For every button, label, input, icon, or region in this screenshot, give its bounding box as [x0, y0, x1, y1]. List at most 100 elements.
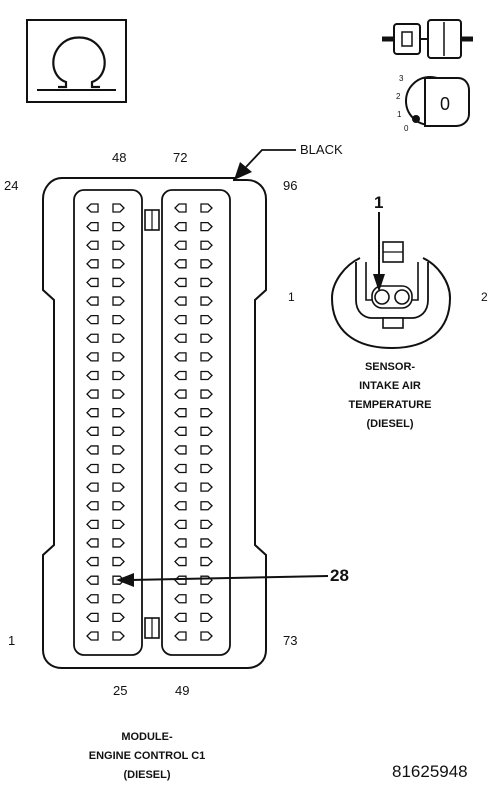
- ecm-pin-cavity: [86, 296, 99, 306]
- sensor-caption-line-3: TEMPERATURE: [348, 399, 432, 411]
- ecm-pin-cavity: [86, 445, 99, 455]
- ecm-pin-cavity: [112, 445, 125, 455]
- ecm-pin-cavity: [200, 556, 213, 567]
- ecm-pin-cavity: [200, 612, 213, 623]
- callout-28-line: [129, 575, 329, 581]
- ecm-pin-cavity: [86, 482, 99, 492]
- ecm-pin-cavity: [200, 445, 213, 455]
- ecm-pin-cavity: [174, 389, 187, 399]
- ignition-key-label: 0: [440, 94, 451, 114]
- ecm-caption-line-3: (DIESEL): [123, 769, 171, 781]
- ecm-pin-cavity: [112, 315, 125, 325]
- ecm-pin-cavity: [200, 259, 213, 269]
- ecm-pin-cavity: [112, 240, 125, 250]
- ecm-pin-cavity: [86, 259, 99, 269]
- ecm-pin-cavity: [112, 519, 125, 529]
- ecm-pin-cavity: [174, 501, 187, 511]
- ignition-switch-icon: [405, 76, 470, 127]
- ecm-pin-cavity: [86, 575, 99, 585]
- pin-label-25: 25: [113, 683, 128, 698]
- ecm-pin-cavity: [112, 556, 125, 567]
- ecm-pin-cavity: [86, 556, 99, 567]
- ecm-pin-cavity: [174, 259, 187, 269]
- pin-label-1: 1: [8, 633, 16, 648]
- ecm-pin-cavity: [200, 631, 213, 641]
- pin-label-48: 48: [112, 150, 127, 165]
- ecm-pin-cavity: [174, 221, 187, 232]
- callout-28: 28: [330, 566, 349, 585]
- ecm-pin-cavity: [112, 203, 125, 213]
- black-leader-arrow: [234, 162, 252, 180]
- ecm-pin-cavity: [86, 240, 99, 250]
- ecm-pin-cavity: [112, 482, 125, 492]
- ecm-pin-cavity: [112, 333, 125, 343]
- ecm-caption-line-2: ENGINE CONTROL C1: [88, 750, 206, 762]
- black-leader-line: [245, 149, 296, 168]
- ecm-pin-cavity: [174, 296, 187, 306]
- callout-28-arrow: [116, 573, 134, 587]
- ecm-pin-cavity: [112, 631, 125, 641]
- ecm-pin-cavity: [200, 352, 213, 362]
- sensor-pin-label-1: 1: [288, 290, 295, 304]
- ecm-pin-cavity: [112, 463, 125, 474]
- ecm-connector-c1: [42, 177, 267, 669]
- ecm-pin-cavity: [200, 482, 213, 492]
- ecm-pin-cavity: [174, 538, 187, 548]
- pin-label-73: 73: [283, 633, 298, 648]
- ecm-pin-cavity: [200, 426, 213, 436]
- ecm-pin-cavity: [112, 594, 125, 604]
- ecm-pin-cavity: [174, 612, 187, 623]
- ecm-pin-cavity: [86, 538, 99, 548]
- ecm-pin-cavity: [200, 315, 213, 325]
- pin-label-24: 24: [4, 178, 19, 193]
- sensor-caption-line-2: INTAKE AIR: [359, 380, 421, 392]
- sensor-caption: SENSOR- INTAKE AIR TEMPERATURE (DIESEL): [315, 358, 465, 434]
- ecm-pin-cavity: [86, 221, 99, 232]
- ecm-pin-cavity: [200, 370, 213, 381]
- ecm-pin-cavity: [112, 296, 125, 306]
- ecm-pin-cavity: [112, 538, 125, 548]
- ecm-pin-cavity: [200, 519, 213, 529]
- ecm-pin-cavity: [112, 352, 125, 362]
- ecm-pin-cavity: [86, 370, 99, 381]
- ecm-pin-cavity: [174, 482, 187, 492]
- ecm-pin-cavity: [86, 352, 99, 362]
- sensor-caption-line-1: SENSOR-: [364, 361, 416, 373]
- ecm-pin-cavity: [200, 538, 213, 548]
- ecm-pin-cavity: [112, 501, 125, 511]
- pin-label-96: 96: [283, 178, 298, 193]
- ecm-pin-cavity: [86, 631, 99, 641]
- ecm-pin-cavity: [112, 426, 125, 436]
- ecm-pin-cavity: [200, 408, 213, 418]
- ecm-pin-cavity: [112, 370, 125, 381]
- connector-unplugged-icon: [382, 19, 473, 59]
- ecm-pin-cavity: [174, 408, 187, 418]
- ecm-pin-cavity: [86, 203, 99, 213]
- ecm-pin-cavity: [200, 240, 213, 250]
- ecm-pin-cavity: [112, 277, 125, 288]
- ecm-pin-cavity: [200, 463, 213, 474]
- ignition-pos-0: 0: [404, 124, 409, 133]
- ecm-pin-cavity: [200, 594, 213, 604]
- ecm-pin-cavity: [200, 203, 213, 213]
- ecm-pin-cavity: [174, 631, 187, 641]
- ecm-pin-cavity: [112, 259, 125, 269]
- ecm-pin-cavity: [86, 408, 99, 418]
- ignition-pos-1: 1: [397, 110, 402, 119]
- ecm-pin-cavity: [200, 501, 213, 511]
- ecm-pin-cavity: [174, 556, 187, 567]
- ecm-pin-cavity: [112, 389, 125, 399]
- iat-sensor-connector: [330, 241, 452, 350]
- pin-label-72: 72: [173, 150, 188, 165]
- ecm-pin-cavity: [174, 463, 187, 474]
- ecm-pin-cavity: [174, 333, 187, 343]
- ecm-pin-cavity: [174, 203, 187, 213]
- ecm-caption: MODULE- ENGINE CONTROL C1 (DIESEL): [62, 728, 232, 785]
- ecm-pin-cavity: [86, 277, 99, 288]
- callout-1: 1: [374, 193, 384, 212]
- ignition-pos-2: 2: [396, 92, 401, 101]
- ecm-pin-cavity: [86, 519, 99, 529]
- pin-label-49: 49: [175, 683, 190, 698]
- ecm-pin-cavity: [86, 463, 99, 474]
- figure-id: 81625948: [392, 762, 468, 781]
